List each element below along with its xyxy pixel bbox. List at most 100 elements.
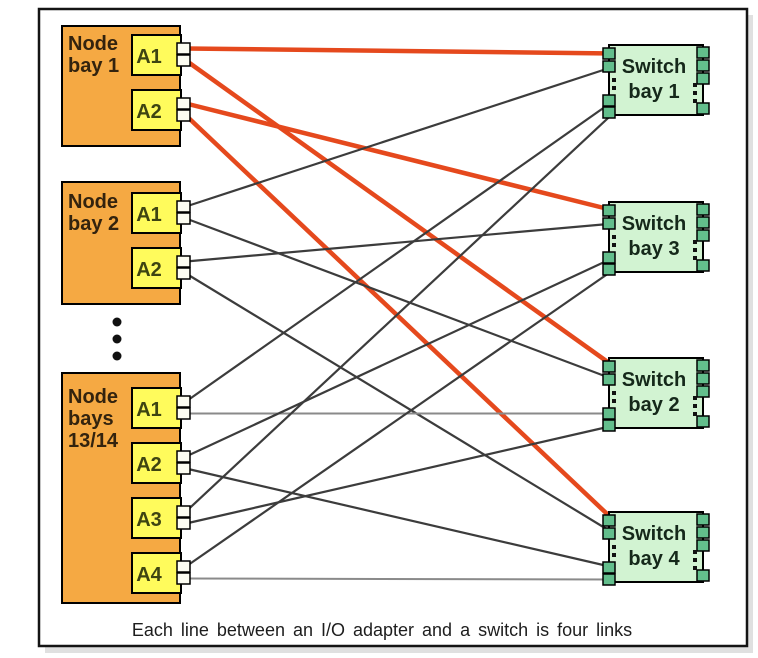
switch-port-right — [696, 359, 710, 372]
adapter-port-a2 — [176, 450, 191, 475]
adapter-stub — [176, 450, 191, 463]
switch-bay-4-label-line2: bay 4 — [628, 548, 680, 570]
port-dot — [693, 256, 697, 260]
switch-port-left — [602, 527, 616, 540]
switch-bay-1-label-line1: Switch — [622, 56, 686, 78]
adapter-port-a2 — [176, 255, 191, 280]
connection-line — [185, 99, 615, 403]
connection-line — [185, 46, 615, 56]
adapter-box-a2 — [131, 247, 182, 289]
switch-bay-2-box — [608, 357, 704, 429]
adapter-port-a1 — [176, 200, 191, 225]
node-bay-2: Node bay 2 A1 A2 — [61, 181, 191, 305]
connection-line — [185, 268, 615, 568]
port-dot — [612, 391, 616, 395]
switch-port-right — [696, 526, 710, 539]
vertical-ellipsis-icon — [112, 317, 122, 361]
adapter-box-a2 — [131, 442, 182, 484]
adapter-port-a1 — [176, 395, 191, 420]
adapter-label-a4: A4 — [136, 564, 162, 586]
switch-port-right — [696, 539, 710, 552]
port-dot — [693, 99, 697, 103]
connection-line — [185, 111, 615, 513]
switch-bay-1: Switch bay 1 — [602, 44, 710, 119]
switch-port-right — [696, 203, 710, 216]
adapter-stub — [176, 572, 191, 585]
switch-port-right — [696, 385, 710, 398]
switch-port-left — [602, 263, 616, 276]
port-dot — [693, 550, 697, 554]
adapter-stub — [176, 109, 191, 122]
node-bays-13-14-label-line2: bays — [68, 408, 114, 430]
port-dot — [612, 86, 616, 90]
node-bays-13-14-label-line1: Node — [68, 386, 118, 408]
connection-line — [184, 58, 616, 369]
connection-line — [185, 424, 615, 525]
switch-bay-2-ports — [602, 359, 710, 432]
adapter-stub — [176, 395, 191, 408]
switch-port-left — [602, 94, 616, 107]
switch-port-left — [602, 514, 616, 527]
switch-port-right — [696, 569, 710, 582]
caption: Each line between an I/O adapter and a s… — [132, 620, 632, 640]
port-dot — [612, 78, 616, 82]
switch-bay-3-label-line1: Switch — [622, 213, 686, 235]
switch-bay-3-box — [608, 201, 704, 273]
connection-line — [185, 272, 615, 535]
port-dot — [693, 412, 697, 416]
switch-port-left — [602, 60, 616, 73]
port-dot — [693, 558, 697, 562]
node-bay-1: Node bay 1 A1 A2 — [61, 25, 191, 147]
adapter-stub — [176, 517, 191, 530]
port-dot — [693, 248, 697, 252]
switch-bay-4: Switch bay 4 — [602, 511, 710, 586]
switch-port-left — [602, 573, 616, 586]
switch-bay-2: Switch bay 2 — [602, 357, 710, 432]
port-dot — [693, 240, 697, 244]
port-dot — [693, 404, 697, 408]
adapter-stub — [176, 97, 191, 110]
switch-bay-2-label-line2: bay 2 — [628, 394, 679, 416]
node-bays-13-14: Node bays 13/14 A1 A2 A3 A4 — [61, 372, 191, 604]
switch-port-right — [696, 513, 710, 526]
connection-line — [185, 467, 615, 569]
port-dot — [612, 399, 616, 403]
switch-port-left — [602, 106, 616, 119]
adapter-port-a1 — [176, 42, 191, 67]
switch-bay-1-ports — [602, 46, 710, 119]
connection-line — [185, 222, 615, 263]
adapter-label-a1: A1 — [136, 399, 162, 421]
port-dot — [612, 235, 616, 239]
adapter-box-a1 — [131, 34, 182, 76]
adapter-label-a2: A2 — [136, 454, 162, 476]
adapter-stub — [176, 42, 191, 55]
switch-port-left — [602, 407, 616, 420]
adapter-stub — [176, 560, 191, 573]
connection-line — [185, 256, 615, 458]
port-dot — [612, 553, 616, 557]
port-dot — [693, 91, 697, 95]
switch-port-right — [696, 372, 710, 385]
switch-port-left — [602, 204, 616, 217]
switch-port-right — [696, 72, 710, 85]
node-bay-2-label-line2: bay 2 — [68, 213, 119, 235]
adapter-label-a3: A3 — [136, 509, 162, 531]
switch-port-right — [696, 46, 710, 59]
adapter-label-a1: A1 — [136, 204, 162, 226]
switch-port-left — [602, 47, 616, 60]
connection-line — [185, 65, 615, 208]
adapter-box-a1 — [131, 387, 182, 429]
switch-bay-3: Switch bay 3 — [602, 201, 710, 276]
adapter-label-a2: A2 — [136, 259, 162, 281]
switch-port-right — [696, 102, 710, 115]
port-dot — [693, 83, 697, 87]
port-dot — [612, 243, 616, 247]
adapter-label-a1: A1 — [136, 46, 162, 68]
switch-bay-2-label-line1: Switch — [622, 369, 686, 391]
adapter-stub — [176, 255, 191, 268]
switch-port-left — [602, 419, 616, 432]
switch-bay-3-label-line2: bay 3 — [628, 238, 679, 260]
switch-port-right — [696, 59, 710, 72]
adapter-stub — [176, 462, 191, 475]
